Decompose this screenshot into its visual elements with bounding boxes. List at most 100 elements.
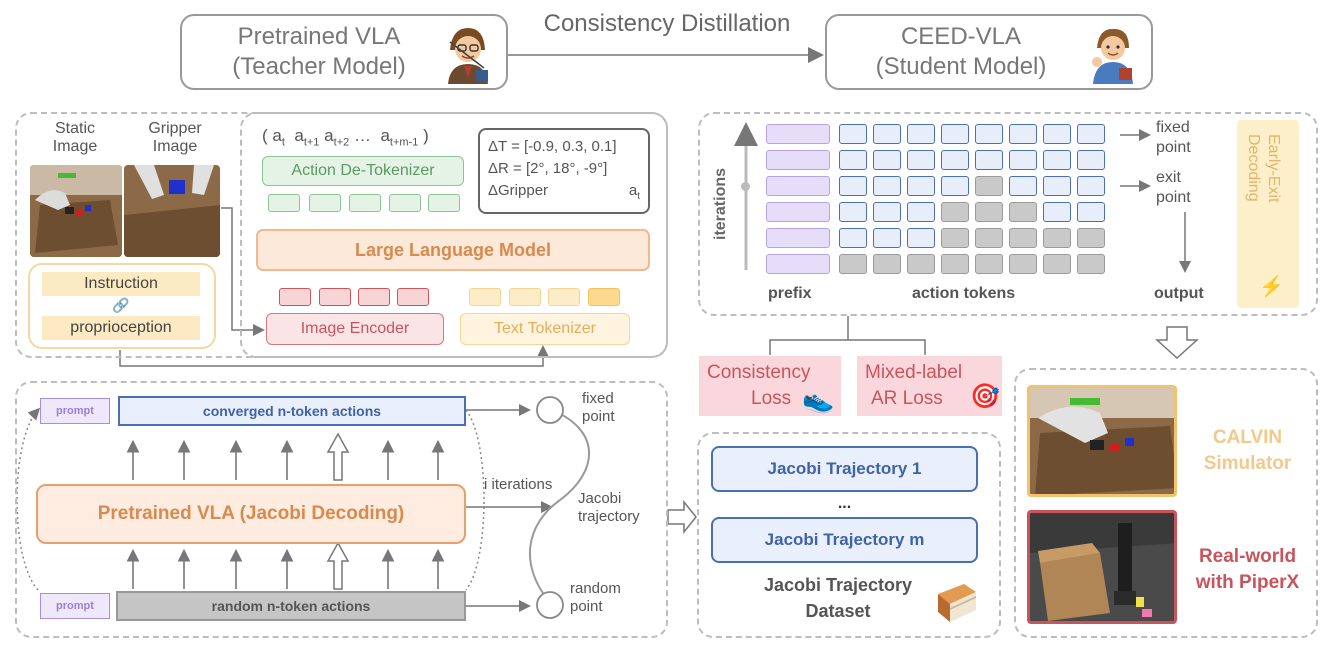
action-token-cell [1077, 150, 1105, 170]
action-token [309, 194, 341, 212]
action-token-cell [1009, 124, 1037, 144]
action-token-cell [907, 254, 935, 274]
target-icon: 🎯 [970, 383, 1000, 410]
gripper-image-label: Gripper Image [148, 120, 202, 155]
instruction-group [28, 263, 216, 349]
teacher-avatar-icon [440, 22, 495, 84]
instruction-box: Instruction [42, 272, 200, 296]
teacher-subtitle: (Teacher Model) [232, 53, 406, 80]
image-token [358, 288, 390, 306]
action-token-cell [873, 202, 901, 222]
action-token-cell [1043, 254, 1071, 274]
distillation-label: Consistency Distillation [543, 10, 791, 37]
action-token-cell [1077, 124, 1105, 144]
action-token-cell [873, 150, 901, 170]
action-token-cell [873, 124, 901, 144]
calvin-label: CALVIN Simulator [1203, 427, 1292, 474]
delta-action-symbol: at [628, 182, 640, 202]
mixed-loss-line2: AR Loss [871, 388, 943, 409]
text-token [548, 288, 580, 306]
student-subtitle: (Student Model) [875, 53, 1047, 80]
text-token [509, 288, 541, 306]
action-token-cell [1043, 176, 1071, 196]
action-token-cell [975, 202, 1003, 222]
action-token-cell [1077, 228, 1105, 248]
action-token-cell [839, 254, 867, 274]
action-token-cell [975, 150, 1003, 170]
action-token-cell [975, 228, 1003, 248]
exit-point-label: exit point [1156, 169, 1191, 206]
jacobi-trajectory-m: Jacobi Trajectory m [711, 517, 978, 563]
image-token [397, 288, 429, 306]
link-icon: 🔗 [112, 296, 130, 313]
action-token-cell [1043, 150, 1071, 170]
real-world-label: Real-world with PiperX [1195, 546, 1300, 593]
action-token-cell [941, 254, 969, 274]
prefix-cell [766, 202, 830, 222]
text-token [588, 288, 620, 306]
action-token-cell [975, 124, 1003, 144]
action-detokenizer: Action De-Tokenizer [262, 156, 464, 186]
shoe-icon: 👟 [802, 384, 835, 414]
action-token-cell [839, 228, 867, 248]
jacobi-fixed-point-label: fixed point [582, 390, 615, 425]
early-exit-decoding-box: Early-Exit Decoding ⚡ [1237, 120, 1299, 308]
action-token-cell [941, 150, 969, 170]
action-token-cell [907, 202, 935, 222]
action-token-cell [839, 124, 867, 144]
action-token-cell [839, 150, 867, 170]
action-token-cell [839, 176, 867, 196]
action-token-cell [839, 202, 867, 222]
action-token-cell [1043, 124, 1071, 144]
random-actions: random n-token actions [116, 591, 466, 621]
delta-gripper: ΔGripper [488, 182, 549, 199]
proprioception-box: proprioception [42, 316, 200, 340]
lightning-icon: ⚡ [1259, 276, 1284, 298]
action-token-cell [941, 176, 969, 196]
prompt-bottom: prompt [40, 593, 110, 619]
image-token [279, 288, 311, 306]
iterations-label: iterations [712, 167, 729, 240]
action-token-cell [941, 124, 969, 144]
action-token-cell [1009, 176, 1037, 196]
action-token [389, 194, 421, 212]
consistency-loss-line1: Consistency [707, 362, 811, 383]
delta-t: ΔT = [-0.9, 0.3, 0.1] [488, 138, 617, 155]
i-iterations-label: i iterations [484, 476, 553, 493]
action-token-cell [975, 254, 1003, 274]
consistency-loss-line2: Loss [751, 388, 792, 409]
mixed-label-loss-box: Mixed-label AR Loss [857, 356, 1002, 416]
action-token-cell [1009, 228, 1037, 248]
evaluation-panel [1014, 368, 1318, 638]
student-title: CEED-VLA [900, 23, 1022, 50]
action-token-cell [907, 150, 935, 170]
action-token-cell [873, 176, 901, 196]
consistency-loss-box: Consistency Loss [699, 356, 841, 416]
student-avatar-icon [1085, 22, 1140, 84]
jacobi-dataset-panel [697, 432, 1001, 638]
action-token-cell [975, 176, 1003, 196]
real-world-image [1027, 510, 1177, 624]
early-exit-line1: Early-Exit [1265, 134, 1282, 203]
prefix-label: prefix [768, 285, 812, 302]
prompt-top: prompt [40, 398, 110, 424]
calvin-simulator-image [1027, 385, 1177, 497]
action-token-cell [907, 124, 935, 144]
text-tokenizer: Text Tokenizer [460, 313, 630, 345]
large-language-model: Large Language Model [256, 229, 650, 271]
static-image-label: Static Image [52, 120, 98, 155]
action-token-cell [1009, 150, 1037, 170]
action-token-cell [1009, 254, 1037, 274]
early-exit-panel [698, 112, 1318, 316]
action-tokens-label: action tokens [912, 285, 1016, 302]
action-token-cell [1043, 202, 1071, 222]
action-delta-box: ΔT = [-0.9, 0.3, 0.1] ΔR = [2°, 18°, -9°… [478, 128, 650, 214]
iterations-dot [741, 182, 750, 191]
action-token-cell [1043, 228, 1071, 248]
prefix-cell [766, 150, 830, 170]
vla-model-subpanel [240, 112, 668, 358]
image-encoder: Image Encoder [266, 313, 444, 345]
action-token-cell [1077, 202, 1105, 222]
teacher-title: Pretrained VLA [237, 23, 401, 50]
ee-fixed-point-label: fixed point [1156, 119, 1191, 156]
